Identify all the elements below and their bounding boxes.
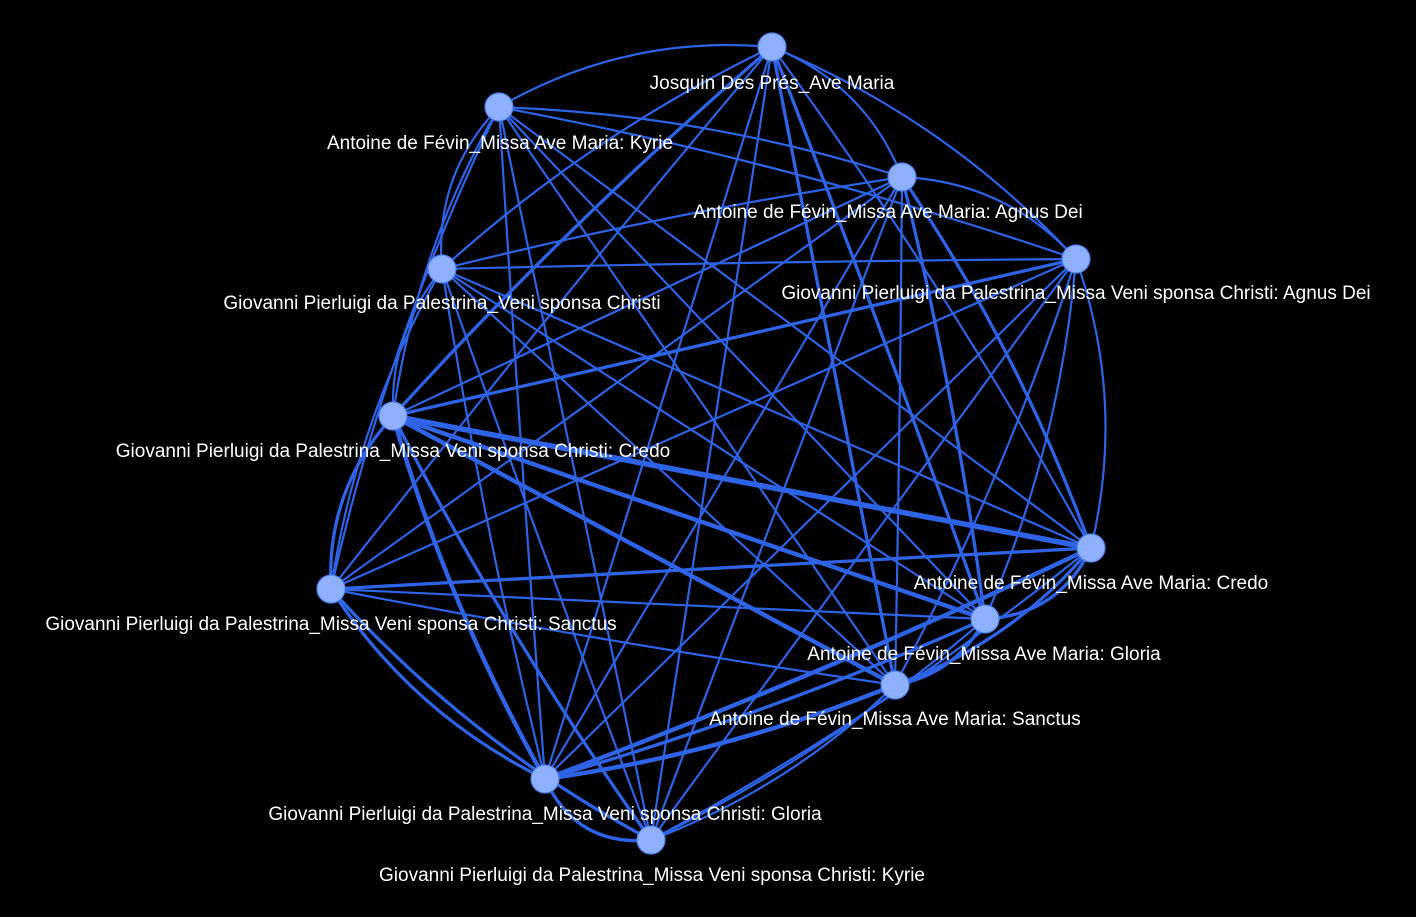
node-label-pal_gloria: Giovanni Pierluigi da Palestrina_Missa V…: [268, 804, 822, 825]
node-label-pal_sanctus: Giovanni Pierluigi da Palestrina_Missa V…: [45, 614, 616, 635]
edge-pal_sanctus-pal_kyrie: [329, 587, 652, 842]
node-fevin_agnus[interactable]: [887, 162, 917, 192]
edge-pal_gloria-pal_kyrie: [543, 778, 652, 843]
node-label-fevin_gloria: Antoine de Févin_Missa Ave Maria: Gloria: [807, 644, 1161, 665]
node-label-pal_agnus: Giovanni Pierluigi da Palestrina_Missa V…: [781, 283, 1370, 304]
node-pal_agnus[interactable]: [1061, 244, 1091, 274]
edges-layer: [329, 43, 1107, 843]
node-pal_veni[interactable]: [427, 254, 457, 284]
edge-fevin_kyrie-pal_credo: [391, 106, 500, 417]
edge-pal_agnus-pal_credo: [392, 257, 1077, 418]
edge-fevin_agnus-fevin_gloria: [900, 176, 987, 620]
edge-pal_credo-fevin_sanctus: [391, 414, 897, 687]
node-label-fevin_kyrie: Antoine de Févin_Missa Ave Maria: Kyrie: [327, 133, 673, 154]
node-label-pal_kyrie: Giovanni Pierluigi da Palestrina_Missa V…: [379, 865, 925, 886]
edge-pal_agnus-fevin_credo: [1074, 258, 1107, 549]
node-label-fevin_sanctus: Antoine de Févin_Missa Ave Maria: Sanctu…: [709, 709, 1080, 730]
edge-pal_agnus-pal_sanctus: [330, 257, 1077, 591]
edge-pal_credo-pal_kyrie: [391, 415, 653, 841]
node-label-pal_veni: Giovanni Pierluigi da Palestrina_Veni sp…: [223, 293, 660, 314]
edge-pal_sanctus-pal_gloria: [329, 588, 546, 781]
edge-josquin_ave-pal_agnus: [771, 45, 1077, 260]
edge-pal_veni-fevin_gloria: [441, 268, 986, 620]
edge-fevin_gloria-pal_gloria: [544, 617, 986, 781]
edge-fevin_gloria-pal_kyrie: [650, 618, 986, 841]
edge-fevin_sanctus-pal_gloria: [544, 682, 896, 782]
node-fevin_sanctus[interactable]: [880, 670, 910, 700]
edge-pal_credo-fevin_credo: [392, 413, 1092, 551]
edge-pal_credo-pal_sanctus: [329, 414, 395, 590]
edge-josquin_ave-fevin_gloria: [770, 46, 987, 620]
node-pal_sanctus[interactable]: [316, 574, 346, 604]
edge-josquin_ave-fevin_credo: [771, 46, 1092, 549]
edge-fevin_kyrie-pal_kyrie: [497, 106, 653, 841]
edge-pal_agnus-fevin_gloria: [983, 258, 1078, 620]
edge-pal_sanctus-fevin_gloria: [330, 587, 986, 621]
node-fevin_kyrie[interactable]: [484, 92, 514, 122]
edge-pal_veni-pal_agnus: [441, 257, 1077, 271]
edge-pal_agnus-fevin_sanctus: [894, 258, 1078, 686]
node-label-fevin_credo: Antoine de Févin_Missa Ave Maria: Credo: [914, 573, 1269, 594]
edge-pal_veni-fevin_credo: [441, 267, 1092, 550]
edge-pal_veni-pal_credo: [391, 268, 443, 417]
edge-josquin_ave-pal_credo: [391, 45, 774, 418]
node-label-fevin_agnus: Antoine de Févin_Missa Ave Maria: Agnus …: [693, 202, 1082, 223]
edge-pal_sanctus-fevin_sanctus: [330, 587, 896, 687]
node-label-pal_credo: Giovanni Pierluigi da Palestrina_Missa V…: [116, 441, 670, 462]
edge-fevin_kyrie-fevin_gloria: [498, 106, 986, 620]
edge-fevin_agnus-pal_kyrie: [649, 176, 904, 841]
edge-fevin_agnus-pal_sanctus: [330, 176, 903, 590]
node-fevin_credo[interactable]: [1076, 533, 1106, 563]
edge-pal_agnus-pal_kyrie: [650, 258, 1077, 841]
edge-fevin_agnus-pal_credo: [392, 176, 903, 417]
edge-pal_veni-fevin_sanctus: [441, 268, 896, 686]
node-label-josquin_ave: Josquin Des Prés_Ave Maria: [650, 73, 895, 94]
edge-fevin_kyrie-pal_veni: [440, 106, 500, 270]
node-pal_gloria[interactable]: [530, 764, 560, 794]
node-pal_credo[interactable]: [378, 401, 408, 431]
edge-fevin_agnus-pal_agnus: [901, 175, 1077, 260]
edge-josquin_ave-pal_gloria: [543, 46, 774, 780]
edge-pal_veni-pal_gloria: [440, 268, 547, 780]
edge-fevin_kyrie-pal_gloria: [497, 106, 547, 780]
edge-fevin_agnus-fevin_credo: [900, 176, 1093, 549]
edge-josquin_ave-pal_veni: [441, 46, 773, 270]
node-fevin_gloria[interactable]: [970, 604, 1000, 634]
edge-pal_credo-pal_gloria: [390, 415, 547, 781]
edge-pal_veni-pal_kyrie: [440, 268, 653, 841]
edge-fevin_kyrie-fevin_agnus: [498, 105, 903, 179]
node-josquin_ave[interactable]: [757, 32, 787, 62]
edge-fevin_kyrie-pal_agnus: [498, 105, 1077, 261]
edge-fevin_sanctus-pal_kyrie: [650, 684, 896, 842]
node-pal_kyrie[interactable]: [636, 825, 666, 855]
edge-fevin_kyrie-pal_sanctus: [329, 106, 500, 590]
edge-pal_agnus-pal_gloria: [544, 258, 1077, 780]
edge-fevin_kyrie-fevin_credo: [498, 106, 1092, 549]
edge-josquin_ave-fevin_kyrie: [498, 43, 773, 108]
edge-fevin_credo-pal_gloria: [544, 546, 1092, 782]
edge-fevin_kyrie-fevin_sanctus: [498, 106, 896, 686]
edge-pal_veni-pal_sanctus: [329, 268, 443, 590]
nodes-layer: [316, 32, 1106, 855]
edge-pal_credo-fevin_gloria: [392, 413, 986, 622]
edge-fevin_agnus-pal_veni: [441, 175, 903, 271]
edge-fevin_credo-pal_sanctus: [330, 546, 1092, 591]
